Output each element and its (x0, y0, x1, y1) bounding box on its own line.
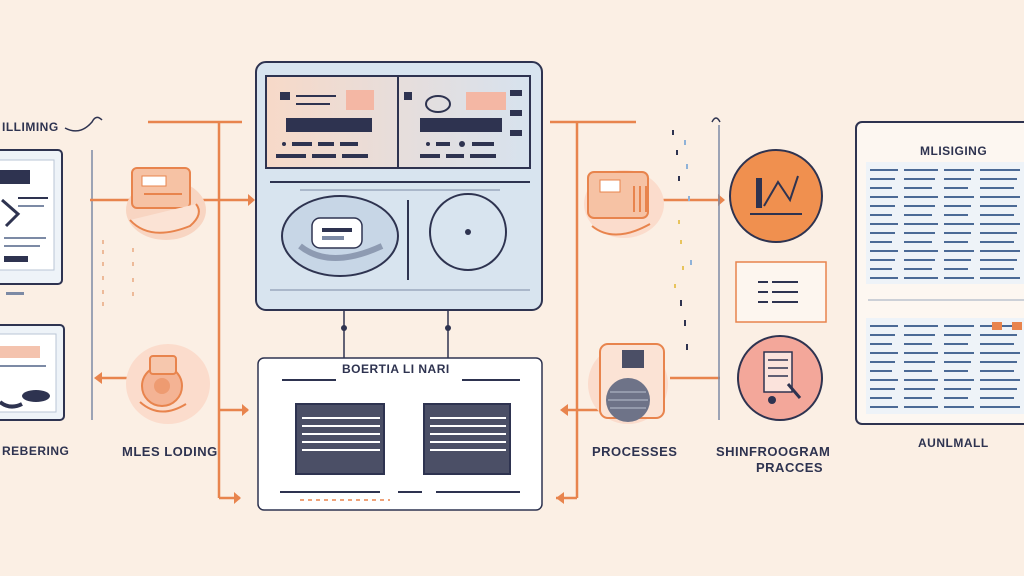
label-left-bottom: REBERING (2, 444, 70, 458)
dotted-column-right (672, 130, 692, 350)
device-hand-icon-right (588, 343, 668, 424)
label-far-right-bottom: AUNLMALL (918, 436, 989, 450)
center-box-title: BOERTIA LI NARI (342, 362, 450, 376)
dotted-column-left (102, 240, 134, 306)
label-processes: PROCESSES (592, 444, 678, 459)
center-connectors (341, 310, 451, 360)
hand-machine-icon-right (584, 170, 664, 238)
right-orange-connectors (550, 120, 720, 500)
left-tablet (0, 149, 63, 295)
report-panel-title: MLISIGING (920, 144, 988, 158)
hands-device-icon (126, 344, 210, 424)
label-mid-left: MLES LODING (122, 444, 218, 459)
label-right-line1: SHINFROOGRAM (716, 444, 831, 459)
label-right-line2: PRACCES (756, 460, 824, 475)
machine-hand-icon (126, 167, 206, 240)
orange-chart-circle (729, 149, 823, 243)
central-device (255, 61, 543, 311)
list-card (735, 261, 827, 323)
central-box (257, 357, 543, 511)
left-orange-connectors (90, 120, 250, 500)
left-lower-tablet (0, 324, 65, 421)
pink-document-circle (737, 335, 823, 421)
label-top-left: ILLIMING (2, 120, 59, 134)
report-panel (855, 121, 1024, 425)
squiggle-decor (64, 116, 103, 132)
